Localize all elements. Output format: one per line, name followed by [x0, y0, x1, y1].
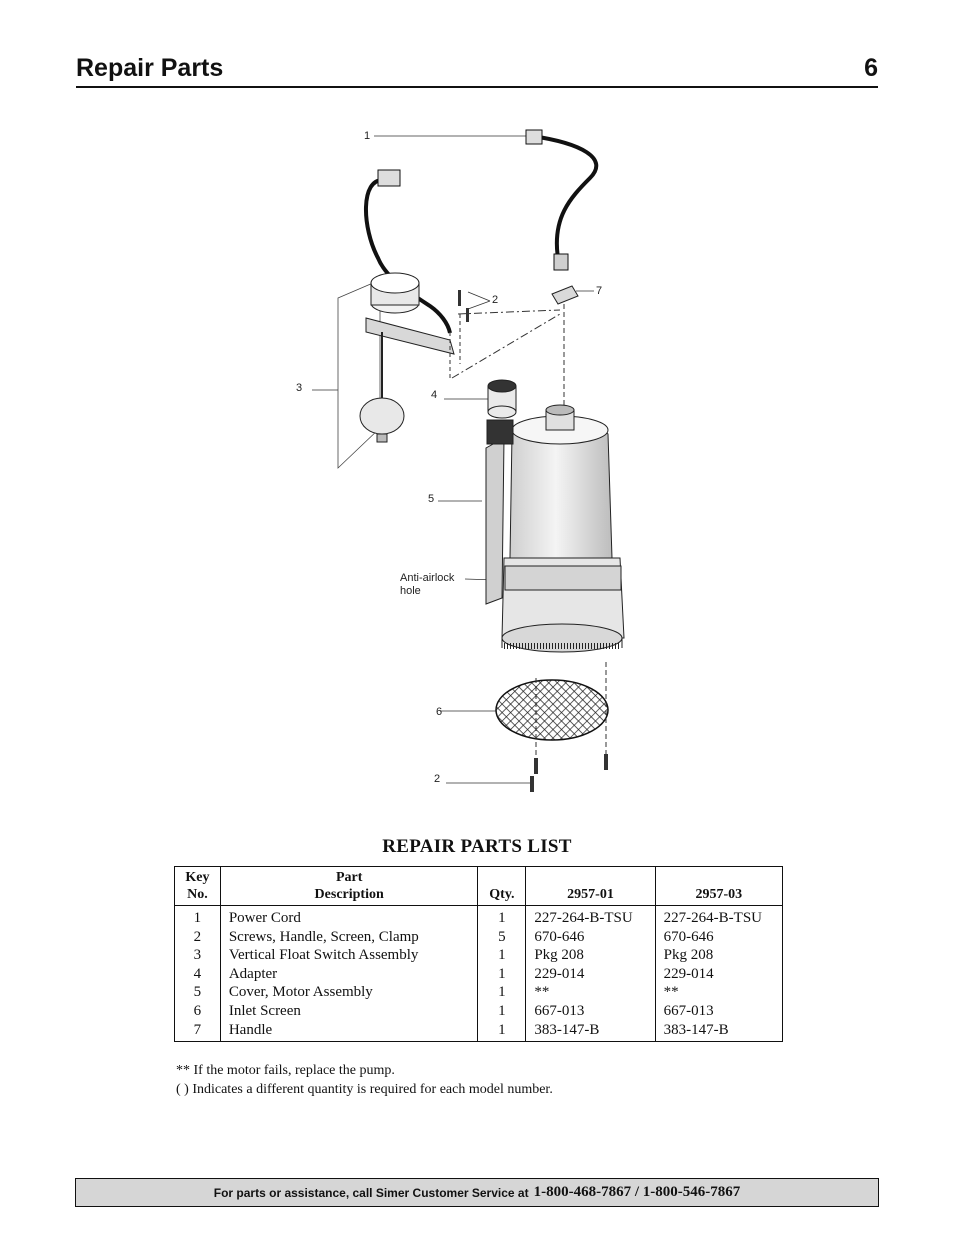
part-description: Cover, Motor Assembly: [228, 984, 373, 1001]
repair-parts-table: Key No. Part Description Qty. 2957-01 29…: [174, 866, 784, 1043]
table-notes: ** If the motor fails, replace the pump.…: [176, 1061, 553, 1099]
part-number-2957-03: 383-147-B: [663, 1021, 729, 1038]
part-number-2957-03: Pkg 208: [663, 947, 714, 964]
part-qty: 1: [498, 910, 506, 926]
part-number-2957-03: 670-646: [663, 928, 714, 945]
part-number-2957-03: **: [663, 984, 679, 1001]
part-qty: 1: [498, 1002, 506, 1019]
header-desc-line2: Description: [314, 887, 384, 902]
part-number-2957-01: 227-264-B-TSU: [534, 910, 633, 926]
callout-2-handle: 2: [492, 294, 499, 306]
header-model-2957-01: 2957-01: [525, 866, 656, 906]
inlet-screen-drawing: [495, 662, 609, 792]
parts-list-title: REPAIR PARTS LIST: [382, 836, 572, 857]
part-number-2957-01: Pkg 208: [534, 947, 584, 964]
part-description: Adapter: [228, 965, 278, 982]
header-desc-line1: Part: [335, 870, 363, 885]
part-number-2957-01: 229-014: [534, 965, 585, 982]
part-description: Power Cord: [228, 910, 301, 926]
callout-3: 3: [296, 382, 303, 394]
handle-drawing: [449, 285, 579, 408]
footer-phone-numbers: 1-800-468-7867 / 1-800-546-7867: [533, 1184, 741, 1200]
part-key-no: 1: [193, 910, 202, 926]
part-key-no: 6: [193, 1002, 202, 1019]
note-motor-fails: ** If the motor fails, replace the pump.: [176, 1063, 395, 1078]
header-model-2957-03: 2957-03: [654, 866, 784, 906]
part-qty: 1: [498, 965, 506, 982]
part-number-2957-01: 667-013: [534, 1002, 585, 1019]
exploded-parts-diagram: [312, 129, 625, 792]
footer-lead-text: For parts or assistance, call Simer Cust…: [213, 1185, 529, 1200]
part-qty: 1: [498, 1021, 506, 1038]
header-key-line2: No.: [187, 887, 208, 902]
part-description: Handle: [228, 1021, 273, 1038]
callout-4: 4: [431, 389, 438, 401]
part-description: Screws, Handle, Screen, Clamp: [228, 928, 419, 945]
anti-airlock-label-2: hole: [400, 585, 421, 597]
part-key-no: 5: [193, 984, 202, 1001]
header-key-line1: Key: [185, 870, 210, 885]
header-key-no: Key No.: [174, 866, 221, 906]
page-title: Repair Parts: [76, 54, 224, 82]
part-qty: 1: [498, 984, 506, 1001]
header-qty: Qty.: [477, 866, 527, 906]
part-qty: 1: [498, 947, 506, 964]
power-cord-drawing: [363, 129, 599, 334]
part-key-no: 7: [193, 1021, 202, 1038]
callout-1: 1: [364, 130, 371, 142]
part-description: Vertical Float Switch Assembly: [228, 947, 419, 964]
callout-7: 7: [596, 285, 603, 297]
part-number-2957-01: 383-147-B: [534, 1021, 600, 1038]
part-qty: 5: [498, 928, 506, 945]
part-description: Inlet Screen: [228, 1002, 301, 1019]
page-header: Repair Parts 6: [76, 50, 878, 88]
anti-airlock-label-1: Anti-airlock: [400, 572, 455, 584]
adapter-drawing: [487, 379, 517, 419]
header-part-description: Part Description: [219, 866, 479, 906]
part-number-2957-03: 229-014: [663, 965, 714, 982]
part-key-no: 4: [193, 965, 202, 982]
part-number-2957-03: 667-013: [663, 1002, 714, 1019]
callout-5: 5: [428, 493, 435, 505]
part-key-no: 2: [193, 928, 202, 945]
part-key-no: 3: [193, 947, 202, 964]
part-number-2957-01: 670-646: [534, 928, 585, 945]
callout-6: 6: [436, 706, 443, 718]
note-quantity: ( ) Indicates a different quantity is re…: [176, 1082, 553, 1097]
callout-anti-airlock: Anti-airlock hole: [400, 572, 454, 598]
pump-body-drawing: [485, 404, 625, 653]
page-number: 6: [864, 54, 878, 82]
callout-2-screen: 2: [434, 773, 441, 785]
footer-bar: For parts or assistance, call Simer Cust…: [75, 1178, 879, 1207]
part-number-2957-01: **: [534, 984, 550, 1001]
float-switch-drawing: [337, 272, 455, 469]
part-number-2957-03: 227-264-B-TSU: [663, 910, 762, 926]
table-header-row: Key No. Part Description Qty. 2957-01 29…: [174, 866, 784, 906]
